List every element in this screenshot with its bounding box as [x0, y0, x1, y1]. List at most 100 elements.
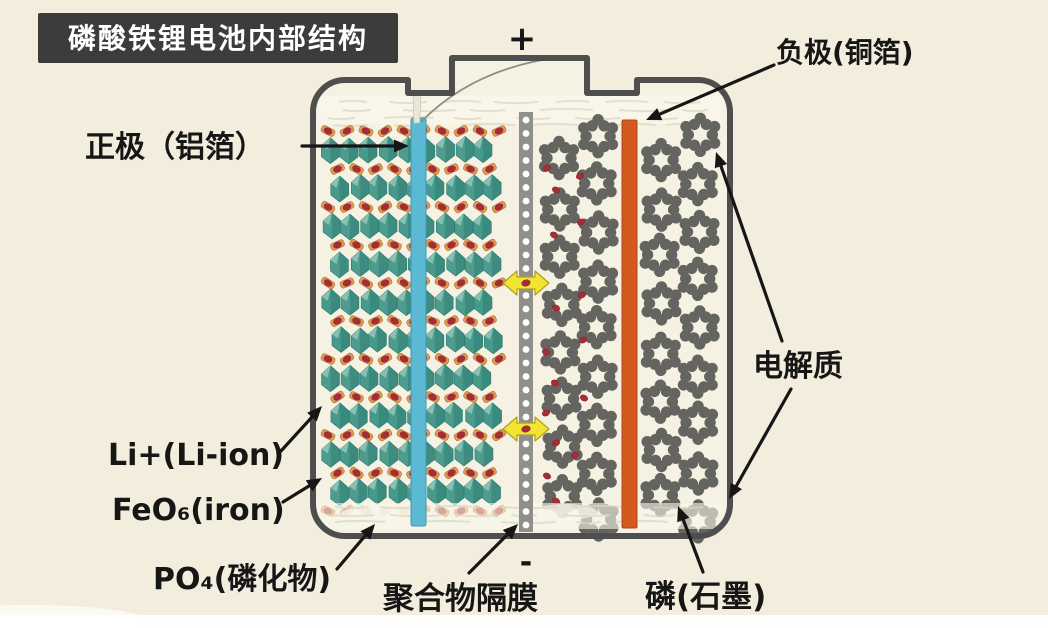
label-po4-phosphate: PO₄(磷化物) [153, 562, 331, 597]
page-title: 磷酸铁锂电池内部结构 [68, 22, 368, 55]
separator-pore [522, 130, 530, 137]
li-unit [434, 277, 450, 289]
crystal-facet [444, 364, 454, 391]
li-unit [396, 429, 412, 441]
graphite-ring [577, 354, 618, 399]
li-ion-dot [580, 394, 588, 402]
separator-pore [522, 116, 530, 124]
crystal-facet [370, 288, 380, 315]
crystal-highlight [472, 364, 482, 377]
li-unit [463, 163, 478, 175]
li-ion-core [571, 451, 579, 459]
crystal-facet [463, 213, 473, 240]
arrow-separator-head [502, 524, 518, 540]
terminal-wire [420, 59, 543, 123]
graphite-ring [540, 330, 581, 375]
positive-foil-bar [410, 117, 427, 527]
li-unit [444, 391, 459, 403]
arrow-po4 [335, 524, 375, 571]
li-unit [387, 162, 402, 176]
crystal-facet [360, 174, 370, 201]
title-badge: 磷酸铁锂电池内部结构 [38, 13, 398, 63]
arrow-negative-electrode-head [646, 108, 663, 121]
li-unit [377, 277, 393, 289]
arrow-graphite [677, 506, 705, 574]
graphite-atom [649, 193, 662, 205]
li-ion-dot [571, 451, 579, 459]
crystal-highlight [398, 365, 408, 378]
crystal-highlight [445, 479, 455, 492]
graphite-atom [649, 433, 662, 446]
li-unit [387, 467, 402, 479]
li-ion-dot [485, 241, 494, 249]
li-ion-dot [552, 304, 560, 312]
li-ion-dot [494, 127, 504, 135]
arrow-feo6-line [281, 482, 314, 504]
li-unit [358, 201, 374, 213]
arrow-po4-line [335, 531, 369, 571]
crystal-facet [491, 479, 501, 506]
plus-terminal-sign: + [508, 19, 537, 59]
li-ion-dot [323, 203, 333, 211]
li-ion-dot [399, 279, 409, 287]
li-unit [377, 428, 393, 442]
separator-pore [522, 521, 530, 529]
crystal-facet [358, 403, 368, 430]
crystal-facet [330, 365, 340, 392]
li-unit [330, 163, 345, 175]
battery-case-outline [310, 55, 733, 539]
li-unit [339, 352, 355, 366]
crystal-highlight [397, 289, 407, 302]
crystal-facet [425, 137, 435, 164]
crystal-facet [482, 289, 492, 316]
crystal-highlight [359, 440, 369, 453]
arrow-electrolyte-lower-head [729, 482, 742, 499]
crystal-facet [463, 440, 473, 467]
li-ion-dot [333, 469, 342, 477]
li-ion-core [542, 409, 550, 417]
li-unit [339, 201, 355, 213]
crystal-facet [435, 402, 445, 429]
li-unit [349, 391, 364, 403]
li-unit [491, 352, 507, 366]
crystal-facet [378, 402, 388, 429]
li-ion-dot [447, 317, 456, 325]
crystal-facet [482, 136, 492, 163]
li-ion-dot [456, 203, 466, 211]
graphite-atom [550, 288, 562, 301]
li-unit [330, 314, 345, 328]
li-ion-core [521, 279, 531, 287]
title-badge-bg [38, 13, 398, 63]
li-ion-dot [323, 431, 333, 439]
graphite-atom [686, 262, 698, 275]
li-unit [358, 276, 374, 290]
li-ion-core [577, 218, 585, 226]
graphite-atom [549, 382, 562, 394]
crystal-highlight [427, 478, 437, 491]
li-ion-dot [494, 431, 504, 439]
arrow-graphite-line [680, 515, 705, 574]
label-graphite: 磷(石墨) [645, 579, 766, 615]
li-ion-dot [494, 203, 504, 211]
li-ion-dot [447, 393, 456, 401]
graphite-atom [649, 337, 661, 350]
li-unit [491, 428, 507, 442]
li-unit [453, 276, 469, 290]
li-unit [482, 315, 497, 327]
crystal-facet [425, 289, 435, 316]
crystal-highlight [473, 136, 483, 149]
crystal-highlight [330, 175, 340, 188]
crystal-facet [444, 289, 454, 316]
li-unit [377, 200, 393, 214]
crystal-highlight [361, 288, 371, 301]
li-ion-core [552, 186, 560, 194]
li-ion-core [550, 231, 558, 239]
li-unit [368, 390, 383, 404]
crystal-highlight [465, 251, 475, 264]
li-unit [463, 239, 478, 251]
crystal-facet [388, 212, 398, 239]
crystal-facet [369, 365, 379, 392]
li-ion-dot [371, 241, 380, 249]
separator-pore [522, 143, 530, 151]
